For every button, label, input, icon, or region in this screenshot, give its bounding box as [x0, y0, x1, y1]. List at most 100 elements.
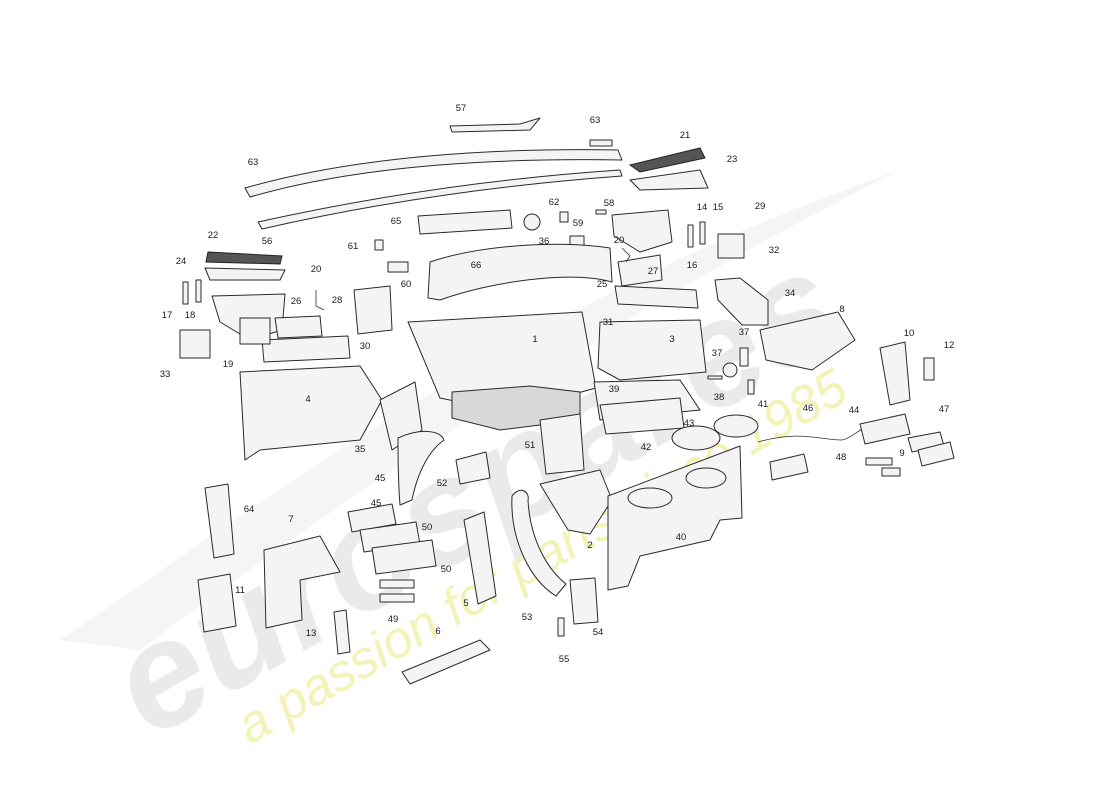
callout-8: 8 [839, 304, 844, 315]
part-50-right [865, 457, 893, 466]
part-15 [699, 221, 706, 245]
callout-11: 11 [235, 585, 245, 596]
part-2-panel [539, 469, 613, 535]
callout-13: 13 [306, 628, 317, 639]
part-58-strip [257, 169, 623, 230]
part-14 [687, 224, 694, 248]
callout-37: 37 [712, 348, 723, 359]
callout-50: 50 [441, 564, 452, 575]
callout-41: 41 [758, 399, 769, 410]
callout-26: 26 [291, 296, 302, 307]
part-59-trim [449, 117, 541, 133]
part-7-panel [263, 535, 341, 629]
callout-34: 34 [785, 288, 796, 299]
callout-20: 20 [614, 235, 625, 246]
part-19 [239, 317, 271, 345]
callout-19: 19 [223, 359, 234, 370]
callout-57: 57 [456, 103, 467, 114]
callout-59: 59 [573, 218, 584, 229]
callout-36: 36 [539, 236, 550, 247]
callout-50: 50 [422, 522, 433, 533]
part-35-duct [714, 277, 769, 326]
callout-63: 63 [590, 115, 601, 126]
callout-12: 12 [944, 340, 955, 351]
part-55-hose [511, 489, 567, 597]
part-28-bracket [353, 285, 393, 335]
callout-65: 65 [391, 216, 402, 227]
part-21-grille [628, 147, 706, 173]
callout-33: 33 [160, 369, 171, 380]
part-53-outlet [539, 413, 585, 475]
callout-7: 7 [288, 514, 293, 525]
callout-10: 10 [904, 328, 915, 339]
part-56-bracket [569, 577, 599, 625]
part-46-hose-left [397, 431, 445, 506]
part-44-vent-a [671, 425, 721, 451]
callout-29: 29 [755, 201, 766, 212]
part-52-vent [371, 539, 437, 575]
part-32-bezel [717, 233, 745, 259]
part-50-left-b [379, 593, 415, 603]
callout-14: 14 [697, 202, 708, 213]
part-16-vent [611, 209, 673, 253]
part-shapes [179, 117, 955, 685]
callout-61: 61 [348, 241, 359, 252]
part-41-vent-slot-b [685, 467, 727, 489]
callout-55: 55 [559, 654, 570, 665]
callout-22: 22 [208, 230, 219, 241]
part-9 [881, 467, 901, 477]
part-20-clip-right [621, 247, 631, 263]
callout-42: 42 [641, 442, 652, 453]
part-45-duct-left [347, 503, 397, 533]
callout-58: 58 [604, 198, 615, 209]
callout-3: 3 [669, 334, 674, 345]
part-50-left [379, 579, 415, 589]
part-60 [595, 209, 607, 215]
callout-52: 52 [437, 478, 448, 489]
part-47-hose [769, 453, 809, 481]
part-26 [274, 315, 323, 339]
callout-54: 54 [593, 627, 604, 638]
callout-46: 46 [803, 403, 814, 414]
part-31-duct [614, 285, 699, 309]
callout-60: 60 [401, 279, 412, 290]
callout-18: 18 [185, 310, 196, 321]
callout-38: 38 [714, 392, 725, 403]
callout-32: 32 [769, 245, 780, 256]
part-63-clip-a [374, 239, 384, 251]
part-30-duct [261, 335, 351, 363]
callout-4: 4 [305, 394, 310, 405]
callout-21: 21 [680, 130, 691, 141]
part-10-bracket [879, 341, 911, 406]
part-11-bracket [197, 573, 237, 633]
part-6-rail [401, 639, 491, 685]
callout-20: 20 [311, 264, 322, 275]
part-43-switch-panel [599, 397, 685, 435]
callout-31: 31 [603, 317, 614, 328]
part-66-bracket [204, 483, 235, 559]
part-44-vent-b [713, 414, 759, 438]
callout-49: 49 [388, 614, 399, 625]
part-42 [747, 379, 755, 395]
part-67-duct [417, 209, 513, 235]
callout-5: 5 [463, 598, 468, 609]
part-65 [589, 139, 613, 147]
callout-15: 15 [713, 202, 724, 213]
callout-47: 47 [939, 404, 950, 415]
callout-17: 17 [162, 310, 173, 321]
callout-27: 27 [648, 266, 659, 277]
callout-66: 66 [471, 260, 482, 271]
part-46-hose [757, 427, 867, 443]
part-17 [195, 279, 202, 303]
callout-45: 45 [371, 498, 382, 509]
callout-62: 62 [549, 197, 560, 208]
part-33 [182, 281, 189, 305]
part-63-clip-b [559, 211, 569, 223]
part-49-vent [917, 441, 955, 467]
part-54-outlet [455, 451, 491, 485]
callout-1: 1 [532, 334, 537, 345]
part-62-bracket [387, 261, 409, 273]
part-37-knob-right [722, 362, 738, 378]
part-39 [707, 375, 723, 380]
